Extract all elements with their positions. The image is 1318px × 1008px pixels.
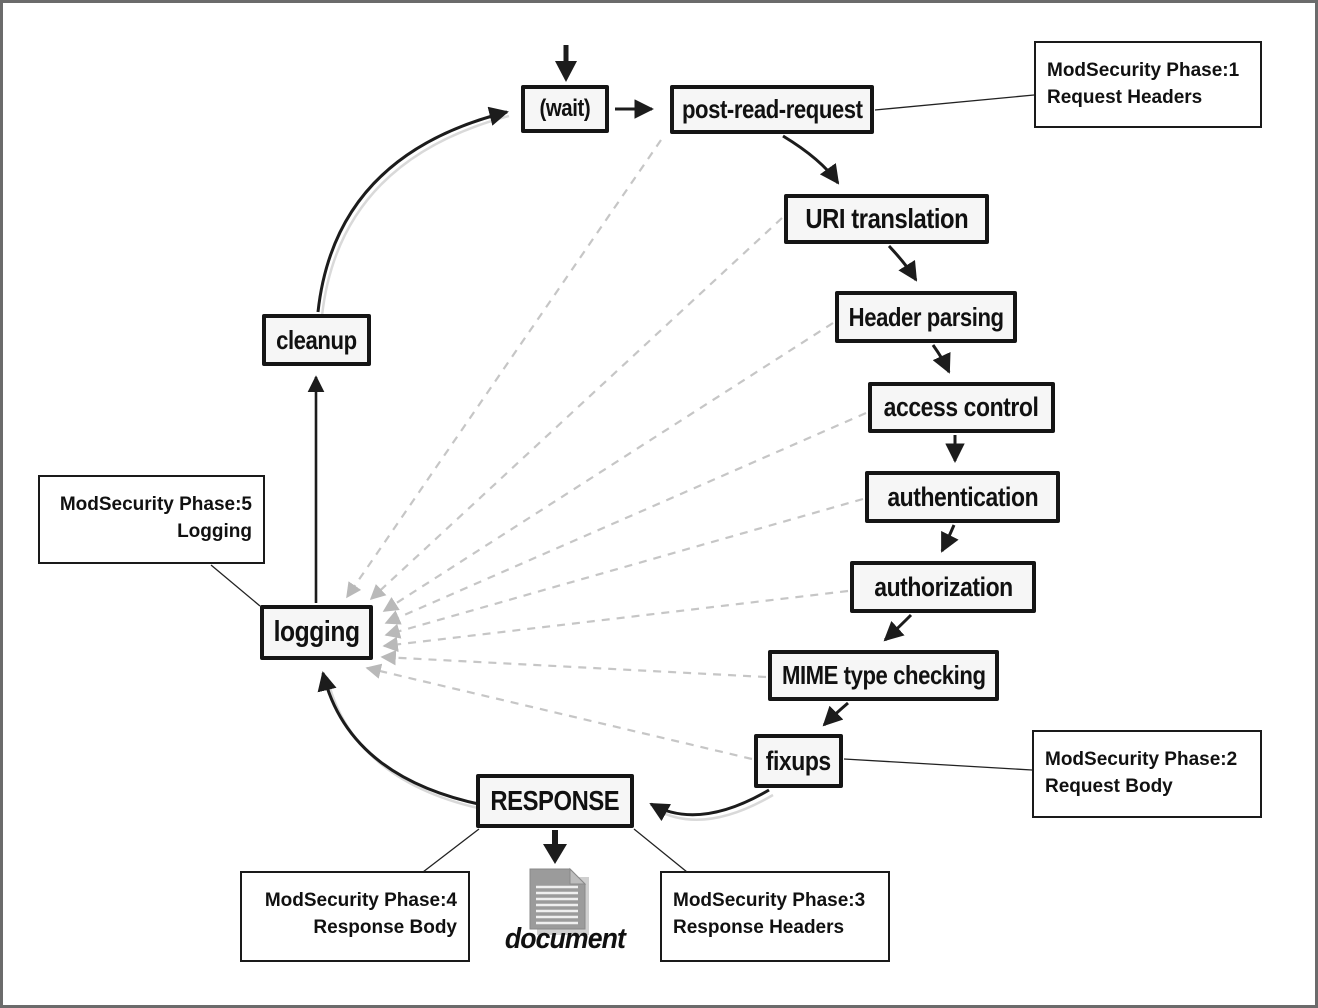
diagram-connectors	[210, 45, 1035, 935]
node-access-control: access control	[868, 382, 1055, 433]
callout-phase5-line2: Logging	[177, 520, 252, 542]
arrow-post-read-to-uri	[782, 134, 840, 185]
node-post-read-request: post-read-request	[670, 85, 874, 134]
leader-phase5	[210, 564, 261, 607]
node-logging-label: logging	[273, 616, 360, 648]
cycle-arc-shadows	[320, 114, 774, 821]
node-access-control-label: access control	[884, 392, 1039, 422]
node-wait: (wait)	[521, 85, 609, 133]
node-response: RESPONSE	[476, 774, 634, 828]
cycle-arrows	[307, 45, 965, 846]
callout-modsecurity-phase2: ModSecurity Phase:2 Request Body	[1032, 730, 1262, 818]
node-mime-type-checking-label: MIME type checking	[781, 660, 986, 690]
callout-phase4-line1: ModSecurity Phase:4	[264, 890, 457, 911]
dashed-arrow-post-read-to-logging	[346, 139, 662, 599]
leader-phase2	[843, 758, 1033, 771]
leader-phase1	[874, 94, 1035, 111]
callout-modsecurity-phase3: ModSecurity Phase:3 Response Headers	[660, 871, 890, 962]
node-mime-type-checking: MIME type checking	[768, 650, 999, 701]
node-authorization: authorization	[850, 561, 1036, 613]
callout-leaders	[210, 94, 1035, 873]
callout-phase2-line1: ModSecurity Phase:2	[1045, 749, 1238, 770]
dashed-arrow-header-to-logging	[382, 322, 834, 612]
node-header-parsing-label: Header parsing	[848, 301, 1004, 332]
callout-phase4-line2: Response Body	[313, 916, 457, 938]
leader-phase4	[422, 828, 480, 873]
node-authorization-label: authorization	[873, 571, 1013, 602]
dashed-arrow-mime-to-logging	[380, 650, 767, 679]
node-uri-translation: URI translation	[784, 194, 989, 244]
dashed-arrow-uri-to-logging	[369, 217, 783, 601]
node-logging: logging	[260, 605, 373, 660]
arrow-fixups-to-response	[649, 788, 770, 822]
dashed-arrow-authz-to-logging	[382, 589, 849, 653]
node-authentication: authentication	[865, 471, 1060, 523]
callout-phase3-line2: Response Headers	[673, 916, 845, 938]
node-response-label: RESPONSE	[490, 785, 620, 816]
document-label: document	[504, 923, 626, 955]
node-post-read-request-label: post-read-request	[681, 94, 863, 124]
entry-arrowhead	[555, 61, 577, 82]
document-arrowhead	[543, 844, 567, 864]
callout-phase5-line1: ModSecurity Phase:5	[59, 494, 252, 515]
arrow-mime-to-fixups	[822, 701, 849, 727]
node-authentication-label: authentication	[887, 481, 1038, 512]
callout-phase2-line2: Request Body	[1045, 775, 1173, 797]
dashed-arrows-to-logging	[346, 139, 867, 761]
callout-phase1-line1: ModSecurity Phase:1	[1047, 60, 1240, 81]
arrow-cleanup-to-wait	[316, 106, 509, 313]
node-fixups: fixups	[754, 734, 843, 788]
node-uri-translation-label: URI translation	[805, 203, 968, 234]
node-wait-label: (wait)	[539, 95, 591, 122]
node-fixups-label: fixups	[765, 745, 832, 776]
node-cleanup: cleanup	[262, 314, 371, 366]
dashed-arrow-authn-to-logging	[384, 497, 864, 639]
arrow-response-to-logging	[317, 671, 484, 807]
arrow-authz-to-mime	[883, 613, 913, 642]
arrow-uri-to-header	[887, 244, 918, 282]
node-cleanup-label: cleanup	[276, 324, 357, 355]
callout-modsecurity-phase5: ModSecurity Phase:5 Logging	[38, 475, 265, 564]
callout-modsecurity-phase4: ModSecurity Phase:4 Response Body	[240, 871, 470, 962]
node-header-parsing: Header parsing	[835, 291, 1017, 343]
callout-phase3-line1: ModSecurity Phase:3	[673, 890, 866, 911]
dashed-arrow-access-to-logging	[384, 411, 867, 625]
dashed-arrow-fixups-to-logging	[365, 663, 753, 761]
document-icon	[529, 867, 589, 935]
arrow-header-to-access	[931, 344, 951, 374]
callout-phase1-line2: Request Headers	[1047, 86, 1203, 108]
leader-phase3	[633, 828, 688, 873]
callout-modsecurity-phase1: ModSecurity Phase:1 Request Headers	[1034, 41, 1262, 128]
arrow-authn-to-authz	[940, 524, 959, 553]
